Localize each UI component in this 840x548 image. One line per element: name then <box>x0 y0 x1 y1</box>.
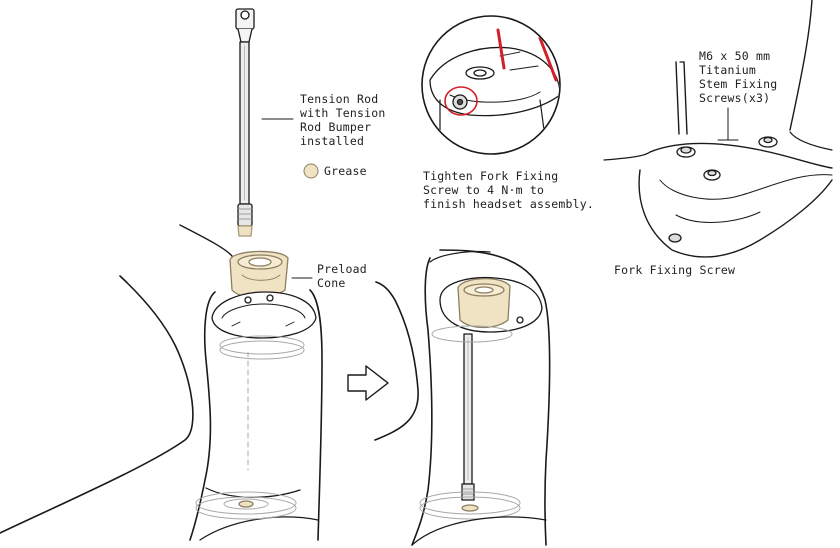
tension-rod-bumper <box>237 225 253 237</box>
right-arrow-icon <box>347 365 389 401</box>
stem-fixing-screw <box>676 136 778 181</box>
label-fork-fixing-screw: Fork Fixing Screw <box>614 263 736 277</box>
head-tube-right-2 <box>439 249 551 546</box>
head-tube-right <box>309 289 323 541</box>
panel-assembled-view <box>374 249 551 546</box>
label-tighten-note: Tighten Fork Fixing Screw to 4 N·m to fi… <box>423 169 594 211</box>
fork-fixing-screw <box>668 233 682 243</box>
red-marker-left <box>496 28 506 70</box>
red-highlight-circle <box>444 86 478 116</box>
label-stem-screws: M6 x 50 mm Titanium Stem Fixing Screws(x… <box>699 49 778 105</box>
tension-rod <box>235 8 255 237</box>
grease-swatch-icon <box>303 163 319 179</box>
panel-detail-circle <box>421 15 561 155</box>
label-preload-cone: Preload Cone <box>317 262 367 290</box>
frame-outline-left-2 <box>374 281 419 441</box>
frame-outline-left <box>0 275 194 534</box>
bearing-lower-2 <box>419 325 521 520</box>
head-tube-left-2 <box>411 257 433 546</box>
label-grease: Grease <box>324 164 367 178</box>
top-cap-assembly <box>211 291 317 339</box>
frame-outline-top <box>179 224 233 257</box>
top-cap-assembled <box>439 276 543 333</box>
bearing-lower <box>195 335 305 520</box>
label-tension-rod: Tension Rod with Tension Rod Bumper inst… <box>300 92 386 148</box>
red-marker-right <box>538 36 558 82</box>
thread-insert <box>238 500 254 508</box>
panel-stem-view <box>603 0 833 258</box>
fork-fixing-screw-detail <box>452 94 468 110</box>
tension-rod-assembled <box>461 333 475 501</box>
preload-cone <box>229 250 289 299</box>
hex-key-tool <box>675 61 688 135</box>
panel-exploded-view <box>0 8 323 541</box>
